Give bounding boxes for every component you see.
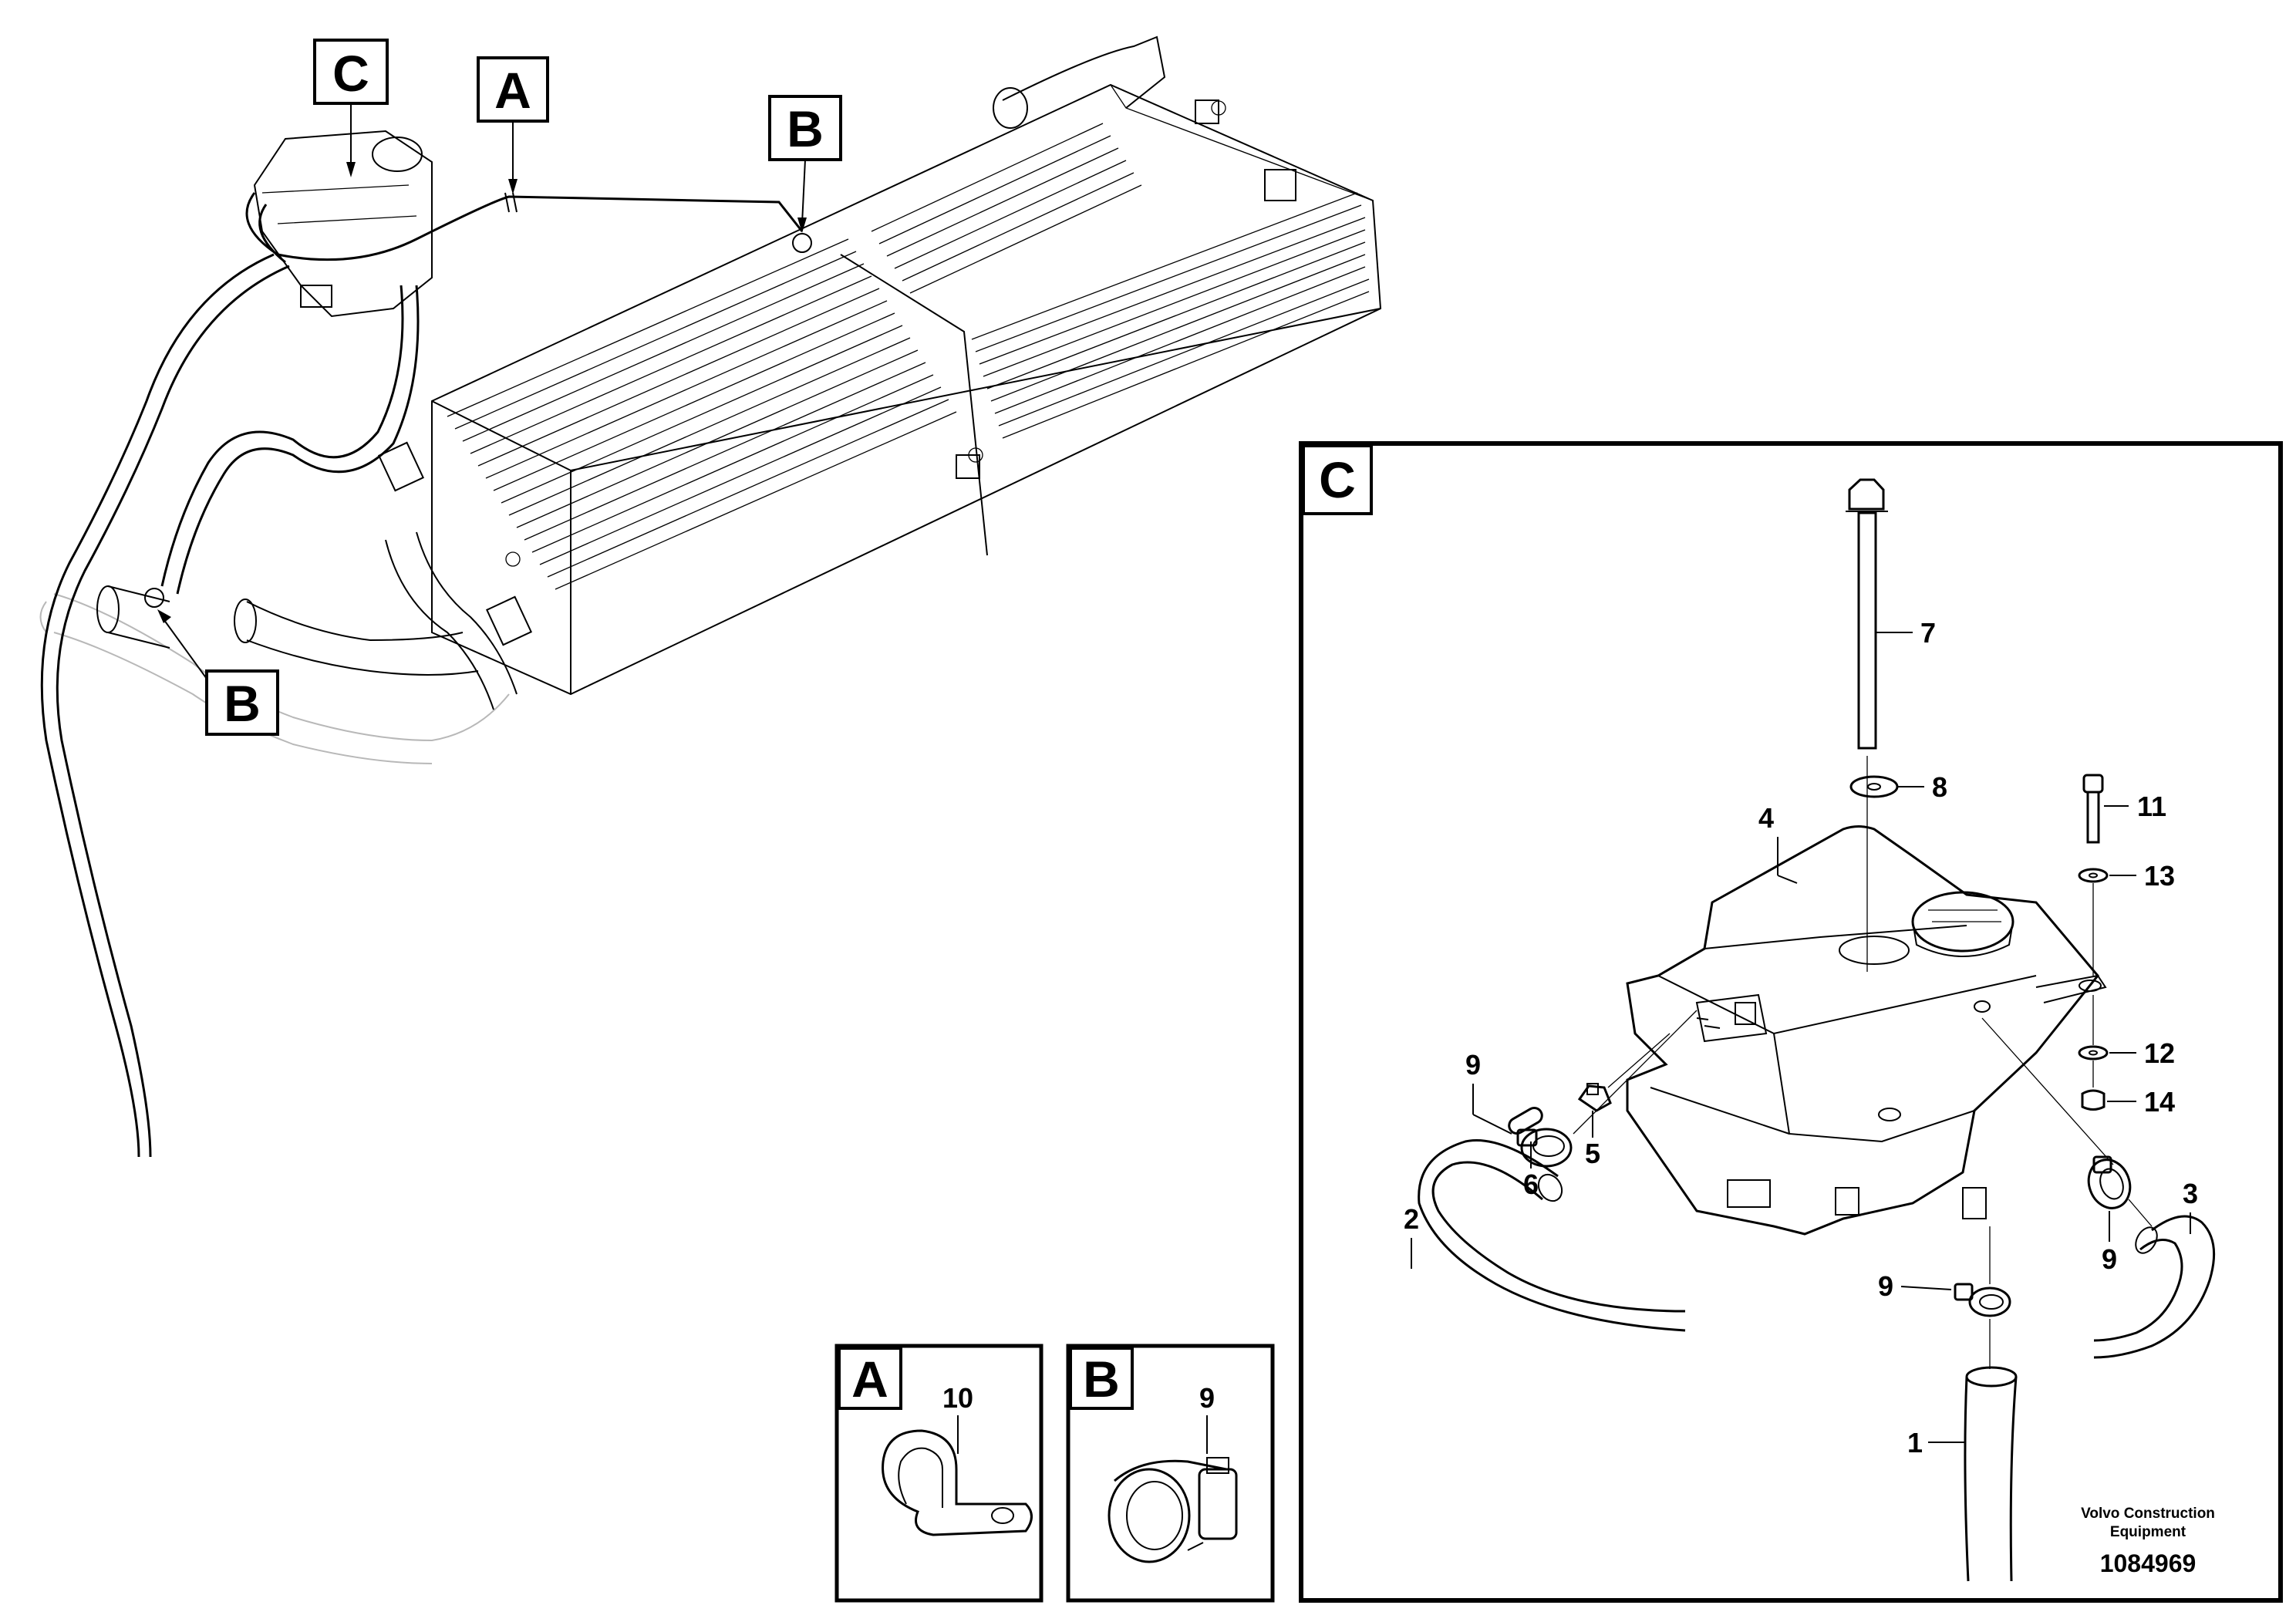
detail-c-panel: C: [1299, 441, 2283, 1603]
callout-c-overview: C: [313, 39, 389, 177]
callout-3-text: 3: [2183, 1178, 2198, 1209]
callout-8: 8: [1897, 771, 1947, 803]
callout-11: 11: [2104, 791, 2166, 822]
drawing-credit: Volvo Construction Equipment 1084969: [2081, 1506, 2215, 1577]
callout-14-text: 14: [2144, 1086, 2175, 1118]
callout-3: 3: [2183, 1178, 2198, 1234]
callout-9c-text: 9: [1878, 1270, 1893, 1302]
detail-a-letter: A: [851, 1351, 888, 1408]
callout-b-top-overview: B: [768, 95, 842, 233]
nut-14: [2081, 1061, 2106, 1111]
detail-a-item-label: 10: [942, 1382, 973, 1414]
callout-9a: 9: [1465, 1049, 1512, 1135]
hose-3: [2093, 1215, 2216, 1359]
callout-5: 5: [1585, 1111, 1600, 1169]
callout-7: 7: [1876, 617, 1936, 649]
callout-12: 12: [2109, 1037, 2175, 1069]
callout-5-text: 5: [1585, 1138, 1600, 1169]
callout-1: 1: [1907, 1427, 1965, 1458]
callout-9b: 9: [2102, 1211, 2117, 1275]
callout-c-text: C: [332, 45, 369, 102]
callout-b-top-text: B: [787, 100, 824, 157]
washer-12: [2078, 1045, 2109, 1061]
callout-a-overview: A: [477, 56, 549, 194]
detail-b-letter: B: [1083, 1351, 1120, 1408]
p-clip-10: [882, 1429, 1033, 1536]
callout-11-text: 11: [2137, 791, 2166, 822]
hoses-overview: [40, 192, 812, 1158]
callout-b-bottom-text: B: [224, 675, 261, 732]
callout-1-text: 1: [1907, 1427, 1923, 1458]
callout-9b-text: 9: [2102, 1243, 2117, 1275]
bolt-11: [2082, 774, 2104, 844]
expansion-tank-4: [1626, 825, 2107, 1236]
detail-c-letter: C: [1319, 451, 1356, 508]
callout-6-text: 6: [1523, 1168, 1539, 1200]
cooler-fins: [447, 123, 1370, 590]
detail-b-panel: B 9: [1066, 1344, 1275, 1603]
callout-14: 14: [2107, 1086, 2175, 1118]
radiator-assembly: [39, 35, 1382, 764]
callout-a-text: A: [494, 62, 531, 119]
callout-13: 13: [2109, 860, 2175, 892]
credit-line-1: Volvo Construction: [2081, 1506, 2215, 1522]
callout-2-text: 2: [1404, 1203, 1419, 1235]
callout-9a-text: 9: [1465, 1049, 1481, 1081]
hose-clamp-9c: [1954, 1226, 2011, 1369]
credit-line-2: Equipment: [2110, 1524, 2186, 1540]
hose-2: [1418, 1138, 1686, 1332]
clip-5: [1577, 1033, 1671, 1112]
callout-4-text: 4: [1758, 802, 1774, 834]
callout-8-text: 8: [1932, 771, 1947, 803]
expansion-tank-overview: [253, 130, 433, 318]
detail-b-item-label: 9: [1199, 1382, 1215, 1414]
washer-13: [2078, 868, 2109, 883]
callout-12-text: 12: [2144, 1037, 2175, 1069]
callout-7-text: 7: [1920, 617, 1936, 649]
callout-13-text: 13: [2144, 860, 2175, 892]
detail-a-panel: A 10: [834, 1344, 1043, 1603]
hose-clamp-9a: [1516, 1010, 1698, 1168]
callout-6: 6: [1523, 1141, 1539, 1200]
callout-2: 2: [1404, 1203, 1419, 1269]
callout-4: 4: [1758, 802, 1798, 884]
hose-1: [1964, 1366, 2018, 1582]
sleeve-6: [1508, 1107, 1543, 1135]
drawing-number: 1084969: [2100, 1549, 2197, 1577]
hose-clamp-9: [1108, 1457, 1238, 1563]
callout-9c: 9: [1878, 1270, 1952, 1302]
callout-b-bottom-overview: B: [157, 609, 279, 736]
hose-clamp-9b: [1981, 1017, 2153, 1227]
